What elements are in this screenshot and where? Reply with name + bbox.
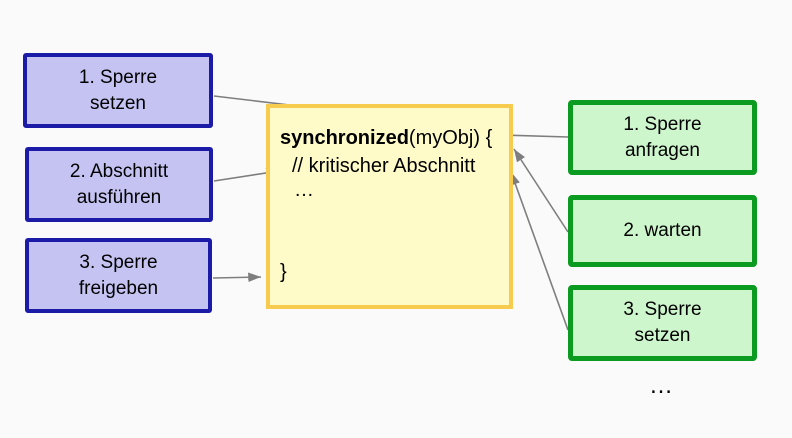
code-line-synchronized: synchronized(myObj) { xyxy=(280,126,492,150)
right-step-3-box: 3. Sperre setzen xyxy=(568,285,757,361)
left-step-1-line-2: setzen xyxy=(90,92,146,114)
arrow-warten-to-code xyxy=(513,148,569,233)
code-line-closing-brace: } xyxy=(280,261,287,283)
left-step-1-box: 1. Sperre setzen xyxy=(23,53,213,128)
left-step-2-line-2: ausführen xyxy=(76,186,162,208)
left-step-3-line-2: freigeben xyxy=(78,277,159,299)
code-line-comment: // kritischer Abschnitt xyxy=(292,155,476,177)
arrow-sperre-freigeben-to-code xyxy=(212,272,262,283)
right-step-1-box: 1. Sperre anfragen xyxy=(568,100,757,175)
left-step-1-line-1: 1. Sperre xyxy=(78,66,158,88)
left-step-2-line-1: 2. Abschnitt xyxy=(69,160,169,182)
left-step-3-box: 3. Sperre freigeben xyxy=(25,238,212,313)
left-step-3-line-1: 3. Sperre xyxy=(79,251,158,273)
synchronized-code-box: synchronized(myObj) { // kritischer Absc… xyxy=(266,104,513,309)
right-step-2-box: 2. warten xyxy=(568,195,757,267)
right-step-1-line-1: 1. Sperre xyxy=(623,113,702,135)
left-step-2-box: 2. Abschnitt ausführen xyxy=(25,147,213,222)
more-steps-ellipsis: … xyxy=(649,372,676,399)
right-step-3-line-2: setzen xyxy=(634,325,691,346)
arrow-sperre-setzen-right-to-code xyxy=(510,171,569,331)
code-after-keyword: (myObj) { xyxy=(408,127,493,149)
code-keyword: synchronized xyxy=(280,127,409,149)
right-step-3-line-1: 3. Sperre xyxy=(623,299,702,320)
right-step-2-line-1: 2. warten xyxy=(623,220,702,241)
code-line-ellipsis: … xyxy=(294,179,314,201)
right-step-1-line-2: anfragen xyxy=(624,139,700,161)
